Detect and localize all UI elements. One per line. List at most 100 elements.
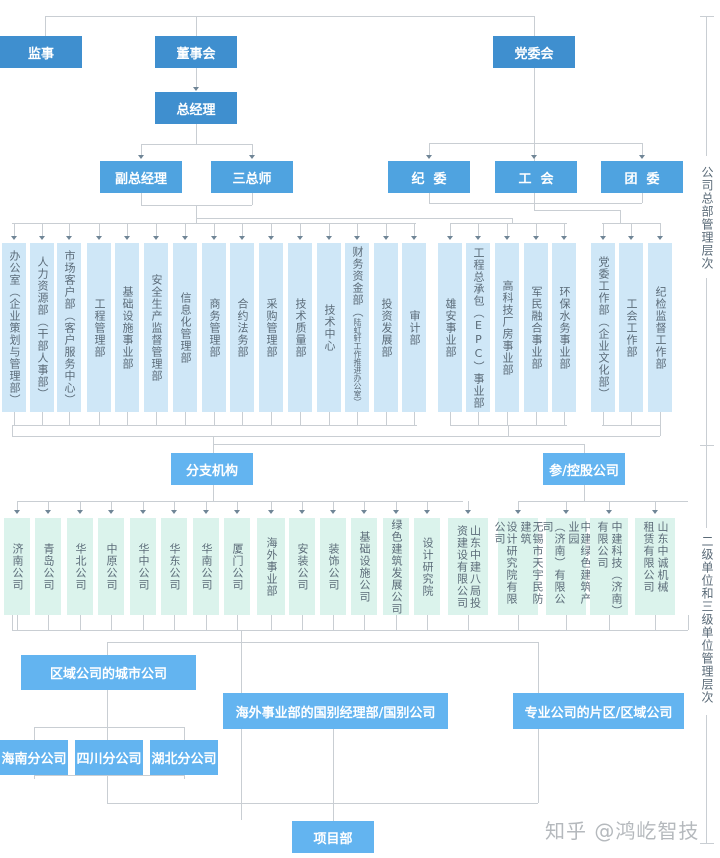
hainan-branch-box[interactable]: 海南分公司	[0, 740, 68, 775]
overseas-country-box[interactable]: 海外事业部的国别经理部/国别公司	[223, 693, 448, 729]
branch-column[interactable]: 山东中建八局投资建设有限公司	[448, 518, 488, 615]
hq-department-column[interactable]: 工会工作部	[619, 243, 643, 412]
hq-department-column[interactable]: 军民融合事业部	[524, 243, 548, 412]
hq-department-column[interactable]: 雄安事业部	[438, 243, 462, 412]
connector	[566, 615, 567, 630]
holding-company-column[interactable]: 中建科技（济南）有限公司	[590, 518, 628, 617]
arrow-down-icon	[124, 236, 130, 240]
holding-company-label: 无锡市天宇民防建筑	[519, 521, 544, 605]
hq-department-column[interactable]: 高科技厂房事业部	[495, 243, 519, 412]
branch-column[interactable]: 青岛公司	[35, 518, 61, 615]
arrow-down-icon	[39, 236, 45, 240]
hq-department-column[interactable]: 投资发展部	[374, 243, 398, 412]
hq-department-column[interactable]: 党委工作部（企业文化部）	[591, 243, 615, 412]
hq-department-column[interactable]: 基础设施事业部	[115, 243, 139, 412]
level-bracket	[706, 278, 707, 528]
department-label: 安全生产监督管理部	[150, 273, 163, 382]
connector	[141, 144, 252, 145]
connector	[333, 501, 334, 513]
hq-department-column[interactable]: 采购管理部	[259, 243, 283, 412]
branch-column[interactable]: 华东公司	[161, 518, 187, 615]
connector	[450, 412, 451, 425]
branch-column[interactable]: 济南公司	[4, 518, 30, 615]
branch-column[interactable]: 绿色建筑发展公司	[383, 518, 409, 615]
arrow-down-icon	[77, 510, 83, 514]
branch-column[interactable]: 中原公司	[98, 518, 124, 615]
hq-department-column[interactable]: 市场客户部（客户服务中心）	[57, 243, 81, 412]
hq-department-column[interactable]: 工程管理部	[87, 243, 111, 412]
connector	[642, 143, 643, 158]
hq-department-column[interactable]: 技术质量部	[288, 243, 312, 412]
branch-column[interactable]: 装饰公司	[320, 518, 346, 615]
branch-column[interactable]: 厦门公司	[224, 518, 250, 615]
branch-label: 华南公司	[200, 542, 213, 591]
supervisor-box[interactable]: 监事	[0, 36, 82, 68]
connector	[69, 223, 70, 239]
connector	[602, 425, 660, 426]
connector	[329, 223, 330, 239]
hq-department-column[interactable]: 信息化管理部	[173, 243, 197, 412]
connector	[538, 729, 539, 803]
holding-company-column[interactable]: 山东中诚机械租赁有限公司	[635, 518, 675, 615]
department-sublabel: 陆虹轩工作推进办公室）	[353, 318, 362, 406]
connector	[427, 615, 428, 630]
hq-department-column[interactable]: 财务资金部（陆虹轩工作推进办公室）	[345, 243, 369, 412]
branch-column[interactable]: 设计研究院	[414, 518, 440, 615]
arrow-down-icon	[426, 155, 432, 159]
three-chiefs-box[interactable]: 三总师	[211, 161, 293, 193]
connector	[214, 223, 215, 239]
hq-department-column[interactable]: 审计部	[402, 243, 426, 412]
branch-column[interactable]: 华北公司	[67, 518, 93, 615]
branch-label: 装饰公司	[327, 542, 340, 591]
holding-company-column[interactable]: 中建绿色建筑产业园（济南）有限公司	[541, 518, 592, 615]
arrow-down-icon	[66, 236, 72, 240]
deputy-gm-box[interactable]: 副总经理	[100, 161, 182, 193]
connector	[206, 615, 207, 630]
arrow-down-icon	[330, 510, 336, 514]
branch-column[interactable]: 华南公司	[193, 518, 219, 615]
hq-department-column[interactable]: 安全生产监督管理部	[144, 243, 168, 412]
general-manager-box[interactable]: 总经理	[155, 92, 237, 124]
hq-department-column[interactable]: 环保水务事业部	[552, 243, 576, 412]
connector	[429, 143, 430, 158]
hq-department-column[interactable]: 办公室（企业策划与管理部）	[2, 243, 26, 412]
connector	[34, 775, 35, 779]
department-label: 采购管理部	[265, 297, 278, 358]
discipline-committee-box[interactable]: 纪 委	[388, 161, 470, 193]
branch-column[interactable]: 海外事业部	[257, 518, 285, 615]
arrow-down-icon	[96, 236, 102, 240]
branches-box[interactable]: 分支机构	[171, 453, 253, 485]
hubei-branch-box[interactable]: 湖北分公司	[150, 740, 218, 775]
project-dept-box[interactable]: 项目部	[292, 821, 374, 853]
specialized-regional-box[interactable]: 专业公司的片区/区域公司	[513, 693, 684, 729]
hq-department-column[interactable]: 技术中心	[317, 243, 341, 412]
arrow-down-icon	[561, 236, 567, 240]
union-box[interactable]: 工 会	[495, 161, 577, 193]
connector	[45, 16, 535, 17]
branch-column[interactable]: 安装公司	[289, 518, 315, 615]
hq-department-column[interactable]: 人力资源部（干部人事部）	[30, 243, 54, 412]
department-label: 环保水务事业部	[558, 285, 571, 370]
hq-department-column[interactable]: 合约法务部	[230, 243, 254, 412]
holding-company-column[interactable]: 无锡市天宇民防建筑设计研究院有限公司	[493, 518, 544, 615]
connector	[468, 501, 469, 513]
board-box[interactable]: 董事会	[155, 36, 237, 68]
youth-league-box[interactable]: 团 委	[601, 161, 683, 193]
hq-department-column[interactable]: 纪检监督工作部	[648, 243, 672, 412]
party-committee-box[interactable]: 党委会	[493, 36, 575, 68]
department-label: 军民融合事业部	[530, 285, 543, 370]
branch-column[interactable]: 华中公司	[130, 518, 156, 615]
arrow-down-icon	[299, 510, 305, 514]
branch-column[interactable]: 基础设施公司	[351, 518, 377, 615]
connector	[564, 412, 565, 425]
department-label: 技术质量部	[294, 297, 307, 358]
arrow-down-icon	[383, 236, 389, 240]
branch-label: 设计研究院	[421, 536, 434, 597]
connector	[107, 642, 108, 655]
hq-department-column[interactable]: 商务管理部	[202, 243, 226, 412]
city-companies-box[interactable]: 区域公司的城市公司	[21, 655, 196, 690]
connector	[536, 223, 537, 239]
hq-department-column[interactable]: 工程总承包（EPC）事业部	[466, 243, 490, 412]
sichuan-branch-box[interactable]: 四川分公司	[75, 740, 143, 775]
holdings-box[interactable]: 参/控股公司	[543, 453, 625, 485]
